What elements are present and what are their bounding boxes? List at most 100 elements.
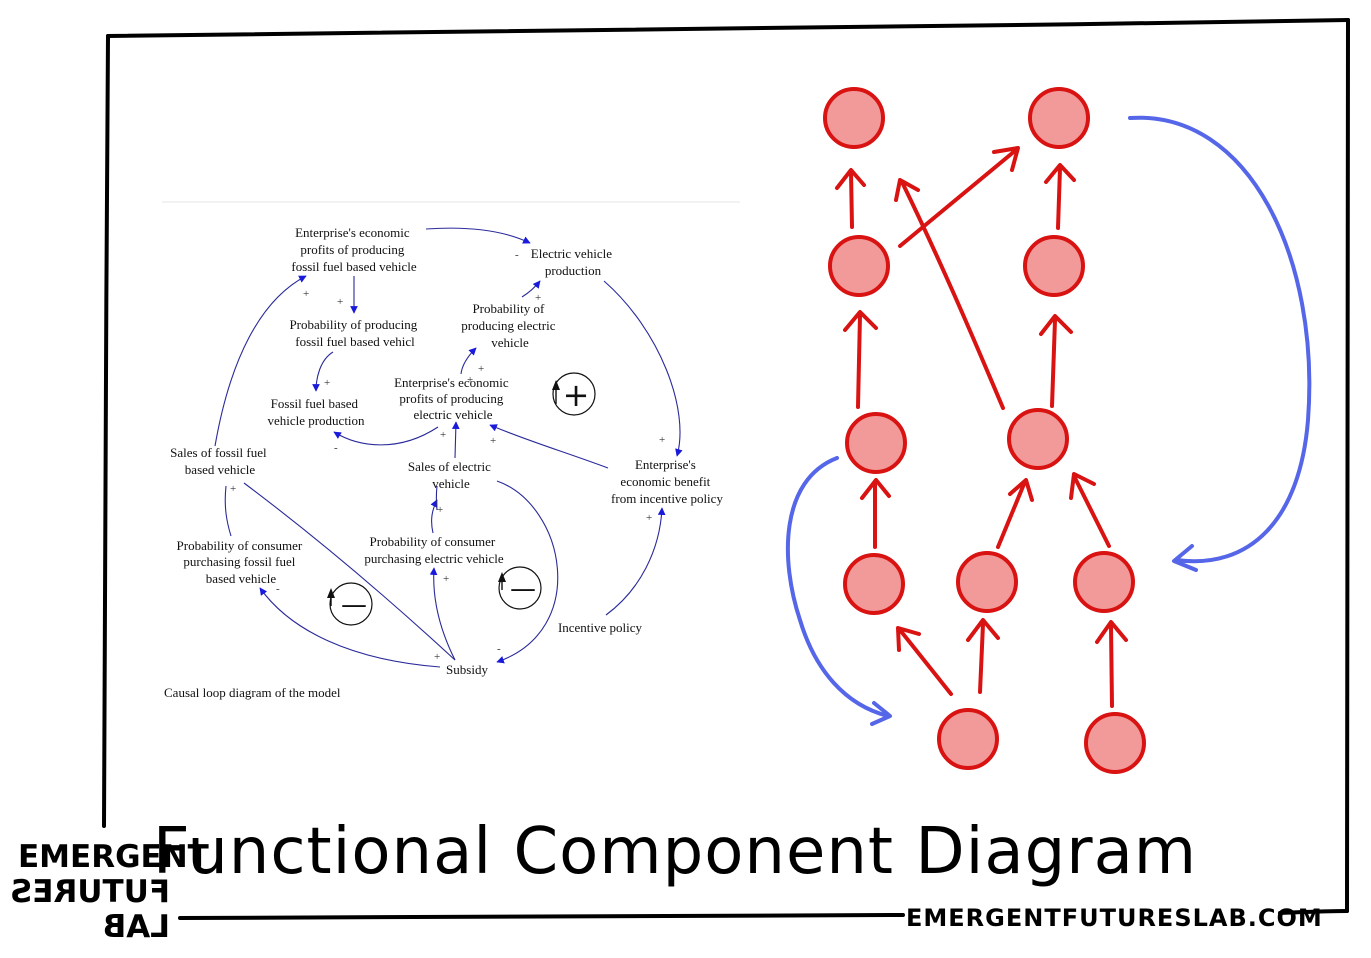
component-nodes bbox=[823, 87, 1146, 774]
link-probfossil-to-fossilproduction bbox=[312, 351, 334, 392]
edge-r1-to-r0-left bbox=[835, 168, 866, 229]
edge-r4-to-r3-right bbox=[1095, 620, 1128, 708]
component-node bbox=[1073, 551, 1135, 613]
edge-r1-to-r0-right bbox=[1044, 163, 1076, 230]
link-salesfossil-to-fossilprofit bbox=[214, 275, 307, 447]
sign-minus: - bbox=[276, 583, 280, 595]
link-evprofit-to-probev bbox=[460, 347, 477, 375]
node-sales-ev: Sales of electric vehicle bbox=[408, 459, 494, 491]
edge-r4-to-r3-mid bbox=[966, 618, 1000, 694]
sign-minus: - bbox=[515, 249, 519, 261]
link-benefit-to-evprofit bbox=[489, 424, 609, 469]
link-sales-ev-to-fossilprofit-loop bbox=[435, 485, 438, 511]
component-node bbox=[937, 708, 999, 770]
node-ev-production: Electric vehicle production bbox=[531, 246, 615, 278]
hand-drawn-frame bbox=[102, 18, 1352, 920]
sign-plus: + bbox=[230, 483, 236, 495]
sign-plus: + bbox=[437, 504, 443, 516]
link-subsidy-to-probconsumerfossil bbox=[259, 587, 441, 668]
sign-plus: + bbox=[440, 429, 446, 441]
link-saleselectric-to-evprofit bbox=[451, 421, 460, 459]
node-fossil-production: Fossil fuel based vehicle production bbox=[267, 396, 365, 428]
node-prob-consumer-fossil: Probability of consumer purchasing fossi… bbox=[177, 538, 306, 586]
node-prob-consumer-ev: Probability of consumer purchasing elect… bbox=[364, 534, 504, 566]
link-probconsumerev-to-salesev bbox=[430, 499, 438, 534]
causal-loop-diagram: Enterprise's economic profits of produci… bbox=[162, 201, 740, 700]
component-node bbox=[1007, 408, 1069, 470]
link-evproduction-to-benefit bbox=[603, 280, 683, 457]
polarity-signs: + + - + + + + - + + + + + + + - - + bbox=[230, 249, 665, 663]
feedback-edge-right bbox=[1128, 115, 1312, 564]
sign-plus: + bbox=[303, 288, 309, 300]
logo-line-1: EMERGENT bbox=[18, 839, 209, 875]
link-probev-to-evproduction bbox=[521, 280, 541, 298]
component-node bbox=[843, 553, 905, 615]
svg-text:—: — bbox=[341, 590, 367, 620]
sign-plus: + bbox=[467, 374, 473, 386]
dependency-edges bbox=[835, 146, 1128, 708]
link-subsidy-to-probconsumerev bbox=[429, 567, 456, 661]
node-benefit: Enterprise's economic benefit from incen… bbox=[611, 457, 723, 506]
feedback-edge-left bbox=[785, 456, 890, 718]
link-salesfossil-to-subsidy bbox=[243, 482, 456, 661]
link-evprofit-to-fossilproduction bbox=[333, 426, 439, 446]
node-subsidy: Subsidy bbox=[446, 662, 488, 677]
link-saleselectric-to-subsidy bbox=[496, 480, 559, 664]
logo-line-2-mirrored: FUTURES bbox=[10, 874, 170, 910]
logo-line-3-mirrored: LAB bbox=[103, 909, 170, 945]
sign-plus: + bbox=[490, 435, 496, 447]
link-fossilprofit-to-evproduction bbox=[425, 227, 531, 244]
sign-plus: + bbox=[434, 651, 440, 663]
frame-bottom-right bbox=[1278, 909, 1349, 915]
sign-plus: + bbox=[659, 434, 665, 446]
edge-r1left-to-r0right bbox=[898, 146, 1020, 248]
website-url: EMERGENTFUTURESLAB.COM bbox=[906, 904, 1323, 932]
link-incentive-to-benefit bbox=[605, 507, 666, 616]
figure-caption: Causal loop diagram of the model bbox=[164, 685, 341, 700]
component-node bbox=[1023, 235, 1085, 297]
sign-minus: - bbox=[334, 442, 338, 454]
sign-plus: + bbox=[443, 573, 449, 585]
edge-r2-to-r1-left bbox=[843, 310, 878, 409]
sign-plus: + bbox=[478, 363, 484, 375]
edge-r3-to-r2-left bbox=[860, 478, 891, 549]
feedback-edge-right-head bbox=[1172, 544, 1198, 572]
lab-logo: EMERGENT FUTURES LAB bbox=[10, 839, 209, 945]
node-ev-profits: Enterprise's economic profits of produci… bbox=[394, 375, 512, 422]
edge-r4-to-r3-left bbox=[896, 626, 953, 696]
frame-bottom-left bbox=[178, 913, 905, 920]
frame-right bbox=[1345, 18, 1352, 913]
edge-r3right-to-r0center bbox=[894, 178, 1005, 410]
sign-plus: + bbox=[535, 292, 541, 304]
svg-text:—: — bbox=[510, 574, 536, 604]
node-sales-fossil: Sales of fossil fuel based vehicle bbox=[170, 445, 270, 477]
edge-r2-to-r1-right bbox=[1039, 314, 1073, 408]
edge-r3mid-to-r2right bbox=[996, 478, 1034, 549]
loop-marker-reinforcing: + bbox=[552, 372, 596, 416]
component-node bbox=[956, 551, 1018, 613]
sign-minus: - bbox=[497, 643, 501, 655]
causal-node-labels: Enterprise's economic profits of produci… bbox=[164, 225, 723, 700]
svg-text:+: + bbox=[563, 376, 590, 414]
component-node bbox=[1028, 87, 1090, 149]
sign-plus: + bbox=[337, 296, 343, 308]
component-node bbox=[828, 235, 890, 297]
frame-top bbox=[106, 18, 1350, 38]
component-node bbox=[823, 87, 885, 149]
sign-plus: + bbox=[646, 512, 652, 524]
node-prob-fossil: Probability of producing fossil fuel bas… bbox=[289, 317, 420, 349]
sign-plus: + bbox=[324, 377, 330, 389]
diagram-title: Functional Component Diagram bbox=[153, 815, 1197, 889]
link-probconsumerfossil-to-salesfossil bbox=[224, 485, 232, 537]
feedback-edge-left-head bbox=[870, 701, 892, 726]
node-fossil-profits: Enterprise's economic profits of produci… bbox=[291, 225, 416, 274]
feedback-edges bbox=[785, 115, 1312, 726]
causal-links bbox=[214, 227, 683, 668]
component-node bbox=[1084, 712, 1146, 774]
node-prob-ev: Probability of producing electric vehicl… bbox=[461, 301, 558, 350]
loop-marker-balancing-right: — bbox=[498, 566, 542, 610]
functional-component-diagram bbox=[785, 87, 1312, 774]
component-node bbox=[845, 412, 907, 474]
edge-r3right-to-r2right bbox=[1069, 472, 1111, 548]
